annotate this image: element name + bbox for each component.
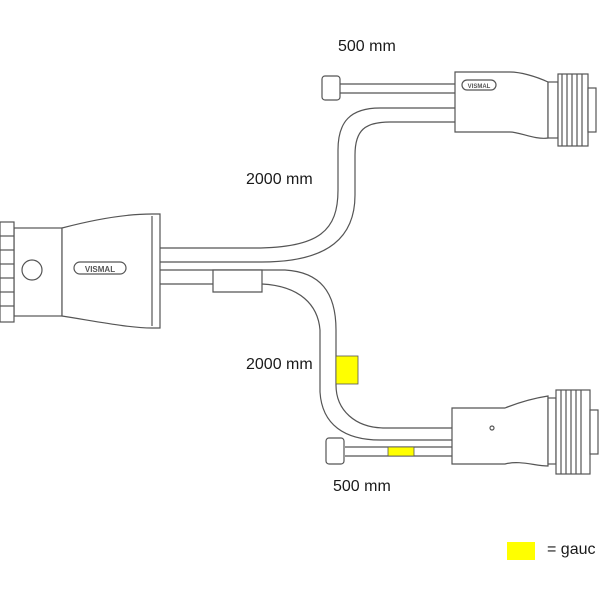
yellow-marker-bottom-branch xyxy=(335,355,359,385)
main-plug xyxy=(0,213,161,329)
cable-sleeve xyxy=(212,269,263,293)
bottom-connector xyxy=(451,389,599,475)
label-top-branch: 2000 mm xyxy=(246,171,313,188)
yellow-marker-bottom-lead xyxy=(387,446,415,457)
top-connector xyxy=(454,71,597,147)
label-bottom-short-lead: 500 mm xyxy=(333,478,391,495)
main-plug-terminals xyxy=(0,221,15,323)
top-branch-cable xyxy=(160,107,455,263)
main-plug-brand: VISMAL xyxy=(85,265,115,274)
top-short-lead xyxy=(321,75,455,101)
legend-swatch xyxy=(507,542,535,560)
label-bottom-branch: 2000 mm xyxy=(246,356,313,373)
top-connector-brand: VISMAL xyxy=(468,84,491,90)
legend-text: = gauc xyxy=(547,541,596,558)
label-top-short-lead: 500 mm xyxy=(338,38,396,55)
bottom-branch-cable xyxy=(160,269,452,441)
